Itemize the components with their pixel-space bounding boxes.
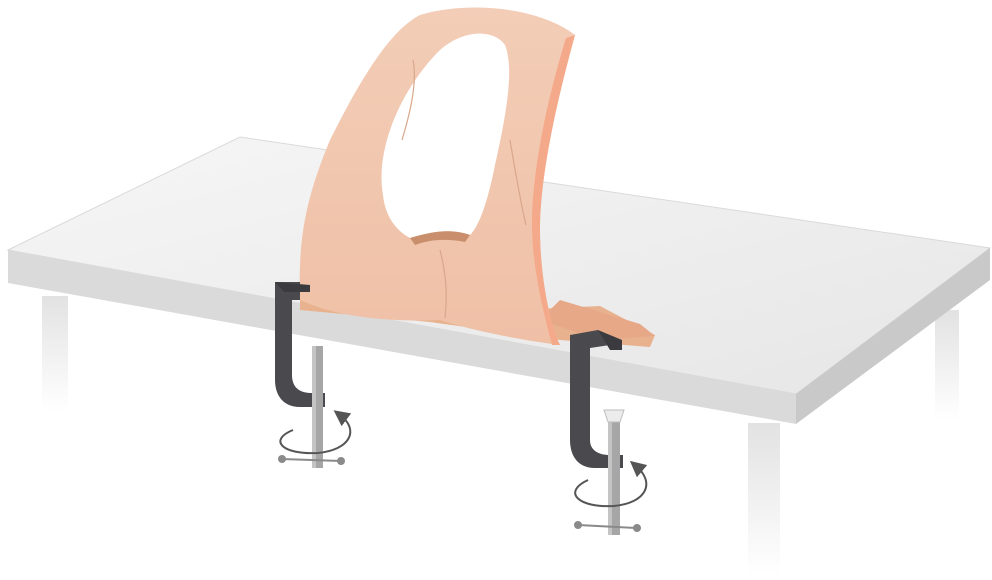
table-leg-back-right [935,310,959,420]
table-leg-back-left [42,296,68,411]
table-leg-front-right [748,423,780,575]
